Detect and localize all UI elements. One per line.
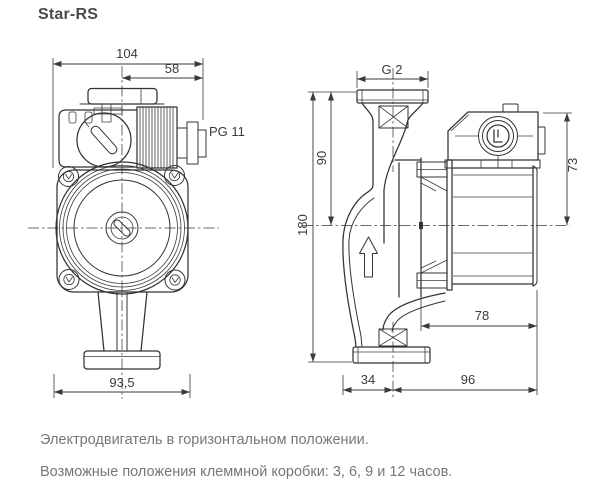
dim-thread-label: G 2 xyxy=(382,62,403,77)
page-title: Star-RS xyxy=(38,6,99,23)
vent-plug xyxy=(105,211,139,245)
thread-symbol-bottom xyxy=(378,328,408,347)
dim-motor-width-label: 58 xyxy=(165,61,179,76)
flow-arrow-icon xyxy=(359,236,378,278)
flange-screw xyxy=(58,166,79,187)
selector-knob-side xyxy=(478,116,518,156)
dim-flange-width-label: 93,5 xyxy=(109,375,134,390)
motor-fins xyxy=(136,106,178,169)
pump-dimension-drawing: 104 58 PG 11 93,5 xyxy=(28,46,580,399)
top-port xyxy=(356,89,429,244)
dim-total-height-label: 180 xyxy=(295,214,310,236)
speed-knob-front xyxy=(79,87,165,105)
selector-dial xyxy=(76,112,132,168)
motor-body-side xyxy=(444,159,541,287)
dimensions-front: 104 58 PG 11 93,5 xyxy=(52,46,245,398)
thread-symbol-top xyxy=(378,105,409,129)
dim-center-to-top-label: 90 xyxy=(314,151,329,165)
dim-axis-offset-label: 34 xyxy=(361,372,375,387)
flange-screw xyxy=(164,269,186,291)
dim-motor-length-label: 78 xyxy=(475,308,489,323)
centerlines-side xyxy=(302,68,570,397)
cable-gland-label: PG 11 xyxy=(209,124,245,139)
dim-terminal-box-height-label: 73 xyxy=(565,158,580,172)
bottom-port xyxy=(352,328,431,364)
dim-overall-width-label: 104 xyxy=(116,46,138,61)
motor-union xyxy=(416,159,453,291)
pump-base-front xyxy=(71,291,174,370)
terminal-box-side xyxy=(447,103,546,168)
flange-screw xyxy=(58,269,80,290)
pump-housing-rings xyxy=(55,161,189,295)
flange-screw xyxy=(164,165,185,186)
note-motor-position: Электродвигатель в горизонтальном положе… xyxy=(40,431,369,448)
dimensions-side: G 2 90 180 73 78 34 96 xyxy=(295,62,580,395)
note-terminal-box-positions: Возможные положения клеммной коробки: 3,… xyxy=(40,463,453,480)
dim-total-length-label: 96 xyxy=(461,372,475,387)
side-view: G 2 90 180 73 78 34 96 xyxy=(295,62,580,397)
front-view: 104 58 PG 11 93,5 xyxy=(28,46,245,399)
terminal-box-front xyxy=(58,109,138,168)
cable-gland xyxy=(176,121,207,165)
volute-body xyxy=(342,157,446,348)
